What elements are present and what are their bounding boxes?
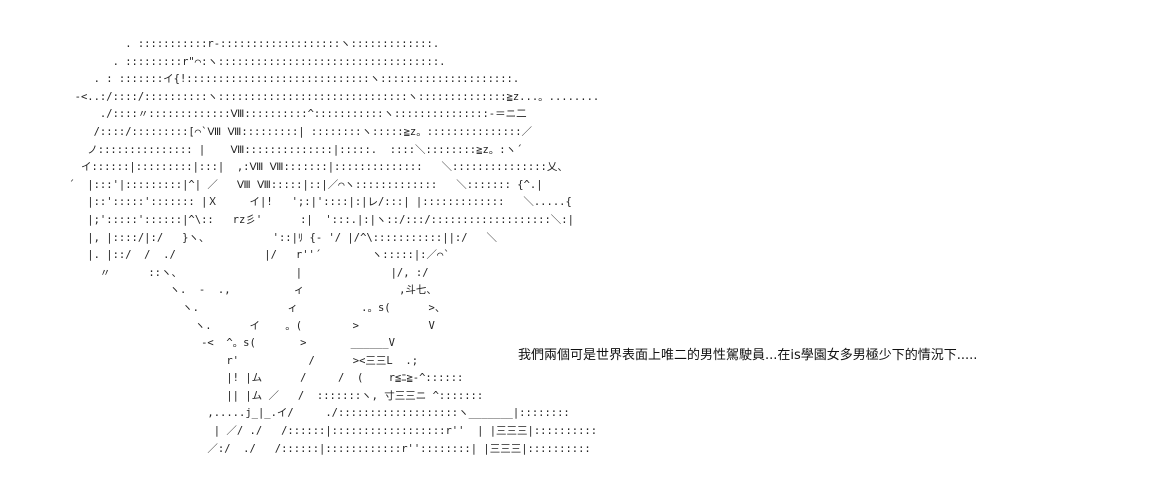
dialogue-caption: 我們兩個可是世界表面上唯二的男性駕駛員...在is學園女多男極少下的情況下...… [518, 348, 978, 363]
ascii-art-character: . :::::::::::r‐:::::::::::::::::::ヽ:::::… [68, 38, 600, 455]
